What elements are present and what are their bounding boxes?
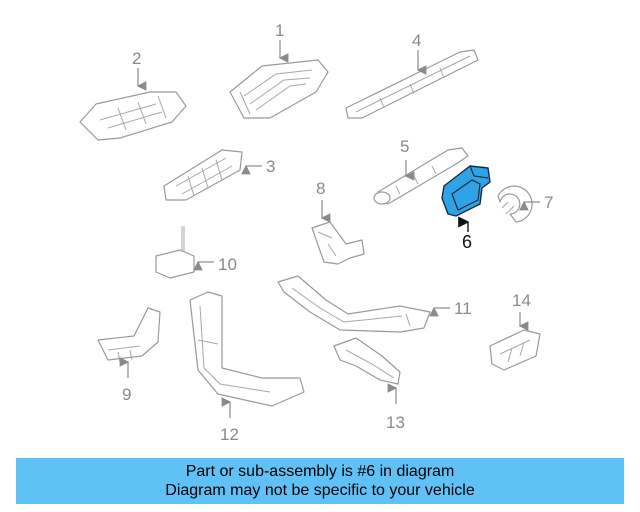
part-3-vent-grille[interactable] xyxy=(163,149,243,201)
callout-7: 7 xyxy=(544,193,553,212)
part-14-bracket[interactable] xyxy=(489,329,541,371)
part-11-duct[interactable] xyxy=(277,275,431,333)
part-9-duct[interactable] xyxy=(97,307,161,363)
part-8-duct[interactable] xyxy=(311,221,365,265)
callout-5: 5 xyxy=(400,137,409,156)
caption-line-1: Part or sub-assembly is #6 in diagram xyxy=(185,463,455,480)
part-13-duct[interactable] xyxy=(333,337,401,385)
callout-13: 13 xyxy=(386,413,405,432)
callout-12: 12 xyxy=(220,425,239,444)
part-1-center-vent[interactable] xyxy=(229,59,329,119)
caption-banner: Part or sub-assembly is #6 in diagram Di… xyxy=(16,458,624,504)
callout-10: 10 xyxy=(218,255,237,274)
callout-1: 1 xyxy=(275,21,284,40)
part-12-floor-duct[interactable] xyxy=(189,291,305,407)
caption-line-2: Diagram may not be specific to your vehi… xyxy=(165,482,475,499)
part-2-left-vent[interactable] xyxy=(79,91,187,141)
callout-3: 3 xyxy=(266,157,275,176)
part-10-actuator[interactable] xyxy=(155,226,195,279)
callout-9: 9 xyxy=(122,385,131,404)
callout-11: 11 xyxy=(454,299,472,318)
callout-8: 8 xyxy=(316,179,325,198)
part-5-hose[interactable] xyxy=(373,147,469,205)
callout-4: 4 xyxy=(412,31,421,50)
callout-6: 6 xyxy=(462,232,472,252)
callout-14: 14 xyxy=(512,291,531,310)
callout-2: 2 xyxy=(132,49,141,68)
part-4-defroster-duct[interactable] xyxy=(345,49,479,119)
part-7-clamp[interactable] xyxy=(497,185,533,223)
part-6-highlighted[interactable] xyxy=(441,165,491,217)
